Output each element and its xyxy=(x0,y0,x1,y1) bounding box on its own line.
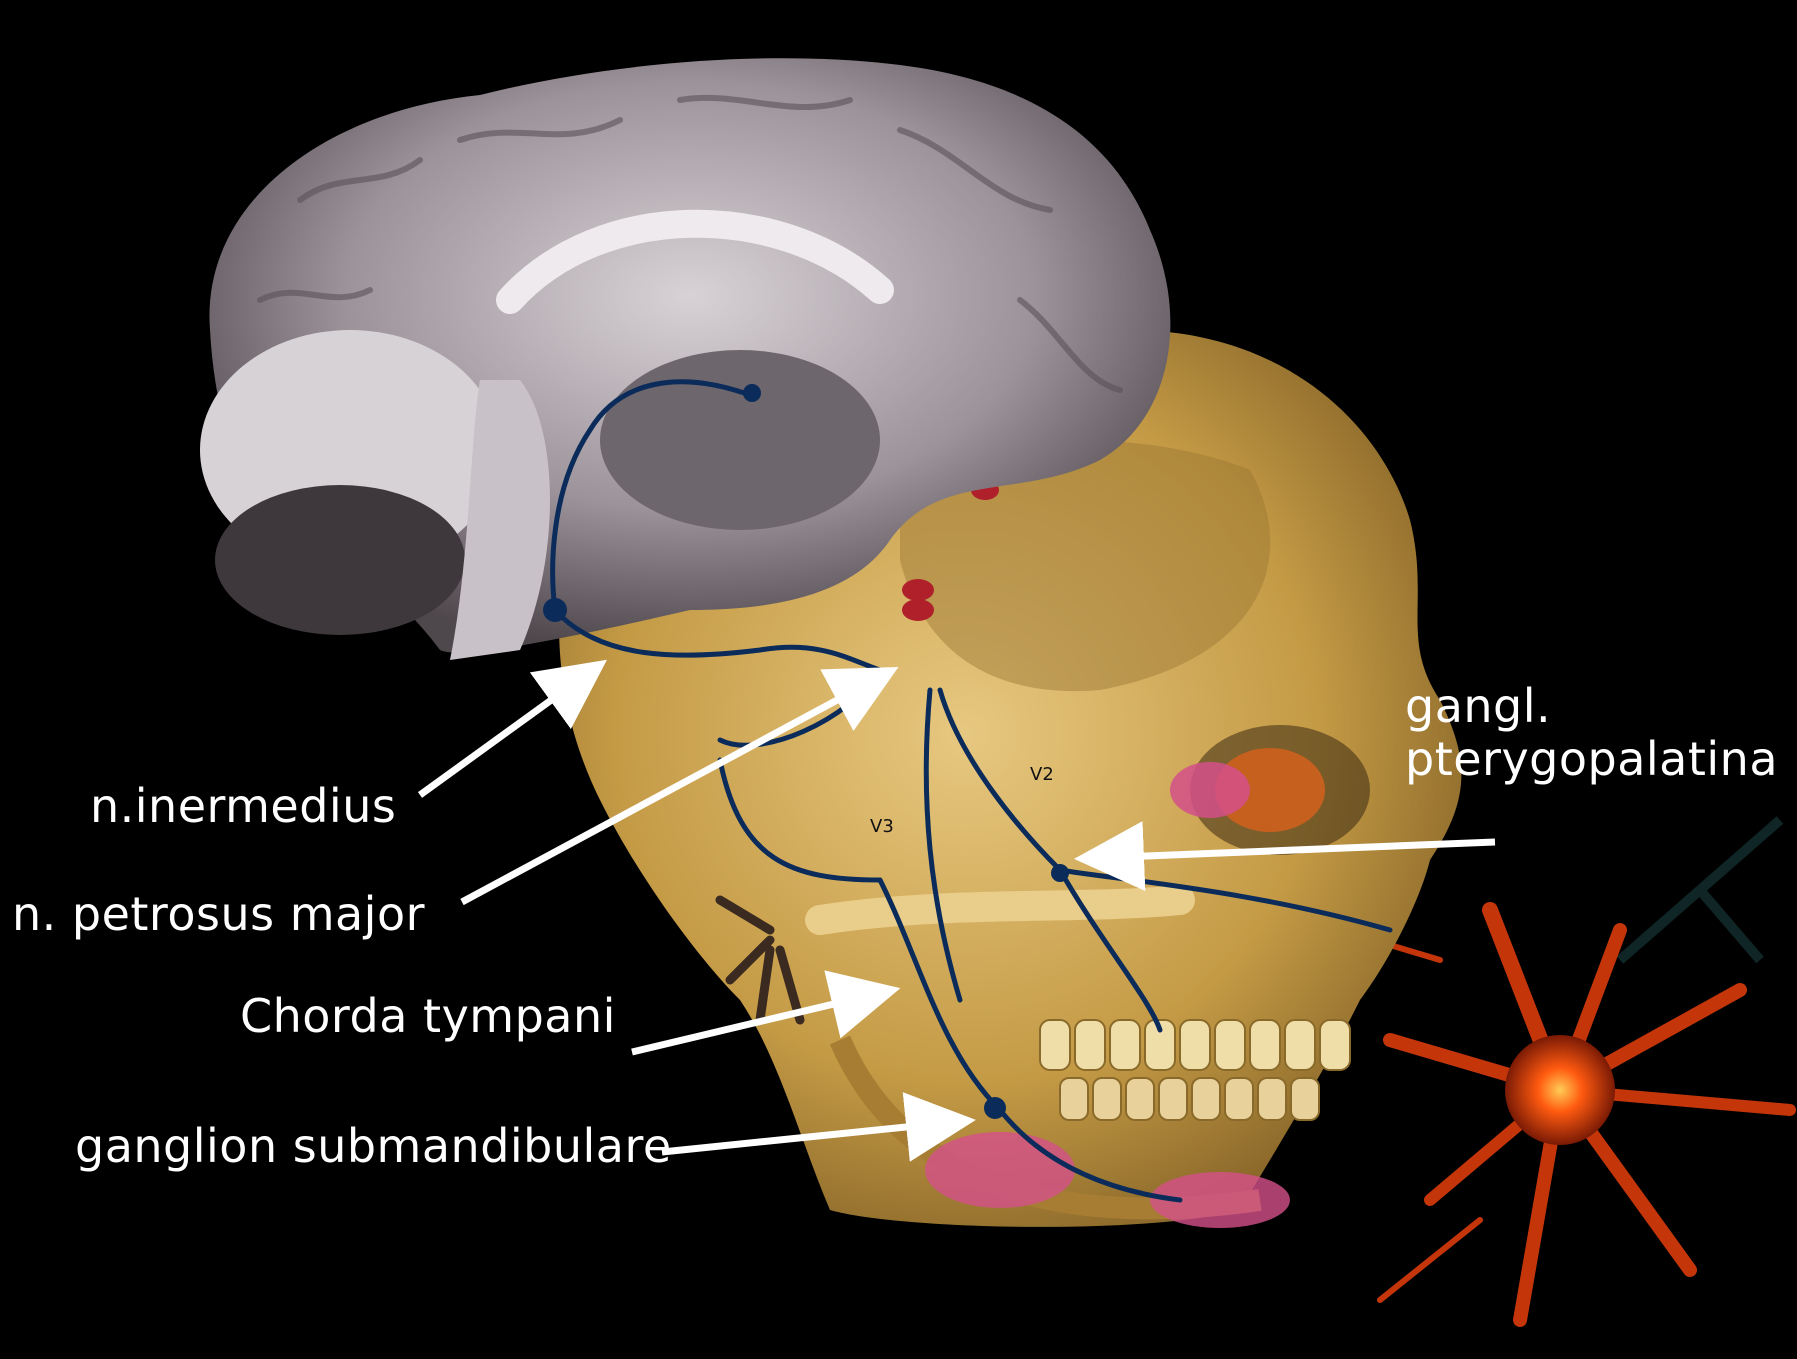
v3-label: V3 xyxy=(870,816,894,837)
background-neuron-faint xyxy=(1620,820,1780,960)
label-n-intermedius: n.inermedius xyxy=(90,780,396,833)
label-gangl-line1: gangl. xyxy=(1405,680,1778,733)
arrow-intermedius xyxy=(420,672,590,795)
v2-label: V2 xyxy=(1030,764,1054,785)
label-gangl-line2: pterygopalatina xyxy=(1405,733,1778,786)
label-chorda-tympani: Chorda tympani xyxy=(240,990,616,1043)
label-gangl-pterygopalatina: gangl. pterygopalatina xyxy=(1405,680,1778,786)
label-ganglion-submandibulare: ganglion submandibulare xyxy=(75,1120,672,1173)
label-n-petrosus-major: n. petrosus major xyxy=(12,888,425,941)
neuron-illustration xyxy=(1340,910,1790,1320)
